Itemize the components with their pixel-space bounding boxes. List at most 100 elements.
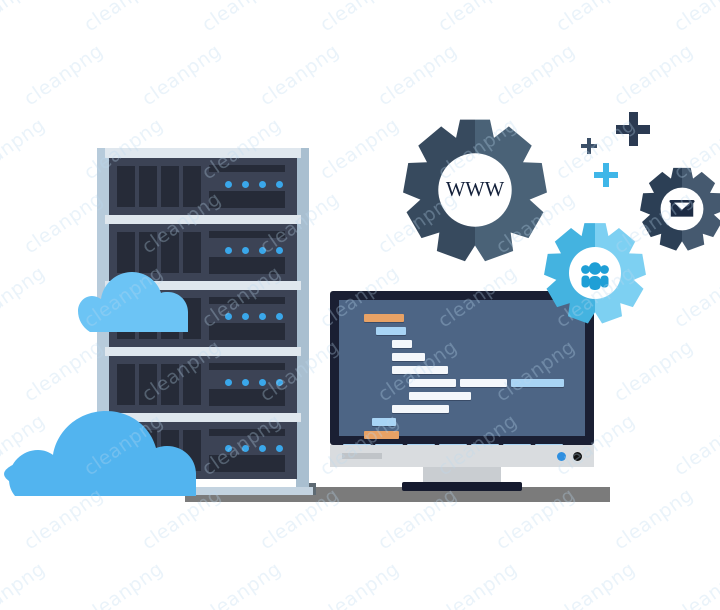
watermark-text: cleanpng	[609, 39, 698, 111]
code-line	[376, 327, 406, 335]
rack-shelf-divider	[105, 347, 301, 356]
watermark-text: cleanpng	[315, 0, 404, 37]
server-unit	[109, 158, 297, 215]
server-vent-strip	[209, 297, 285, 304]
watermark-text: cleanpng	[433, 0, 522, 37]
watermark-text: cleanpng	[609, 335, 698, 407]
code-line	[409, 392, 471, 400]
code-line	[372, 418, 396, 426]
code-line	[392, 366, 448, 374]
server-drive-bay	[117, 166, 135, 207]
monitor-stand-neck	[423, 467, 501, 485]
server-front-panel	[209, 389, 285, 406]
server-status-led	[225, 445, 232, 452]
rack-shelf-divider	[105, 281, 301, 290]
server-status-led	[225, 247, 232, 254]
server-drive-bay	[139, 364, 157, 405]
server-drive-bay	[161, 232, 179, 273]
monitor-bottom-bezel	[330, 445, 594, 467]
watermark-text: cleanpng	[0, 0, 50, 37]
gear-www: WWW	[403, 118, 547, 262]
gear-users	[544, 222, 646, 324]
rack-shelf-divider	[105, 413, 301, 422]
watermark-text: cleanpng	[315, 113, 404, 185]
code-line	[392, 405, 449, 413]
code-line	[392, 353, 425, 361]
watermark-text: cleanpng	[491, 39, 580, 111]
watermark-text: cleanpng	[0, 261, 50, 333]
server-status-led	[225, 379, 232, 386]
power-indicator-dark	[573, 452, 582, 461]
watermark-text: cleanpng	[79, 557, 168, 610]
watermark-text: cleanpng	[669, 557, 720, 610]
code-line	[460, 379, 507, 387]
server-front-panel	[209, 191, 285, 208]
cloud-small	[78, 272, 188, 332]
rack-post-right	[296, 148, 309, 495]
watermark-text: cleanpng	[669, 0, 720, 37]
server-front-panel	[209, 323, 285, 340]
server-drive-bay	[117, 364, 135, 405]
server-drive-bay	[117, 232, 135, 273]
server-status-led	[276, 379, 283, 386]
server-status-led	[259, 247, 266, 254]
rack-base	[93, 487, 313, 495]
server-status-led	[225, 313, 232, 320]
server-status-led	[259, 313, 266, 320]
watermark-text: cleanpng	[315, 557, 404, 610]
power-indicator-blue	[557, 452, 566, 461]
watermark-text: cleanpng	[255, 39, 344, 111]
watermark-text: cleanpng	[551, 557, 640, 610]
server-vent-strip	[209, 363, 285, 370]
server-status-led	[259, 181, 266, 188]
rack-shelf-divider	[105, 215, 301, 224]
server-status-led	[259, 379, 266, 386]
server-status-led	[276, 445, 283, 452]
server-status-led	[242, 181, 249, 188]
server-drive-bay	[183, 232, 201, 273]
code-line	[364, 431, 399, 439]
code-line	[511, 379, 564, 387]
watermark-text: cleanpng	[373, 39, 462, 111]
code-line	[392, 340, 412, 348]
server-status-led	[259, 445, 266, 452]
server-status-led	[242, 379, 249, 386]
cloud-large	[4, 411, 196, 496]
server-status-led	[276, 313, 283, 320]
watermark-text: cleanpng	[0, 557, 50, 610]
server-drive-bay	[183, 364, 201, 405]
watermark-text: cleanpng	[197, 557, 286, 610]
watermark-text: cleanpng	[19, 187, 108, 259]
gear-www-label: WWW	[446, 179, 505, 201]
watermark-text: cleanpng	[19, 39, 108, 111]
server-drive-bay	[183, 166, 201, 207]
gear-mail	[640, 167, 720, 251]
server-status-led	[242, 313, 249, 320]
code-line	[409, 379, 456, 387]
server-front-panel	[209, 455, 285, 472]
watermark-text: cleanpng	[197, 0, 286, 37]
server-vent-strip	[209, 429, 285, 436]
plus-large-dark	[616, 112, 650, 146]
watermark-text: cleanpng	[137, 39, 226, 111]
code-line	[364, 314, 404, 322]
server-unit	[109, 224, 297, 281]
server-drive-bay	[161, 364, 179, 405]
server-vent-strip	[209, 231, 285, 238]
server-drive-bay	[139, 232, 157, 273]
server-drive-bay	[161, 166, 179, 207]
monitor-brand-logo	[342, 453, 382, 459]
watermark-text: cleanpng	[609, 483, 698, 555]
plus-medium-blue	[594, 163, 618, 187]
watermark-text: cleanpng	[79, 0, 168, 37]
server-status-led	[276, 181, 283, 188]
server-status-led	[242, 247, 249, 254]
server-front-panel	[209, 257, 285, 274]
server-status-led	[242, 445, 249, 452]
server-drive-bay	[139, 166, 157, 207]
rack-top-panel	[105, 148, 301, 158]
watermark-text: cleanpng	[0, 113, 50, 185]
watermark-text: cleanpng	[551, 0, 640, 37]
server-vent-strip	[209, 165, 285, 172]
